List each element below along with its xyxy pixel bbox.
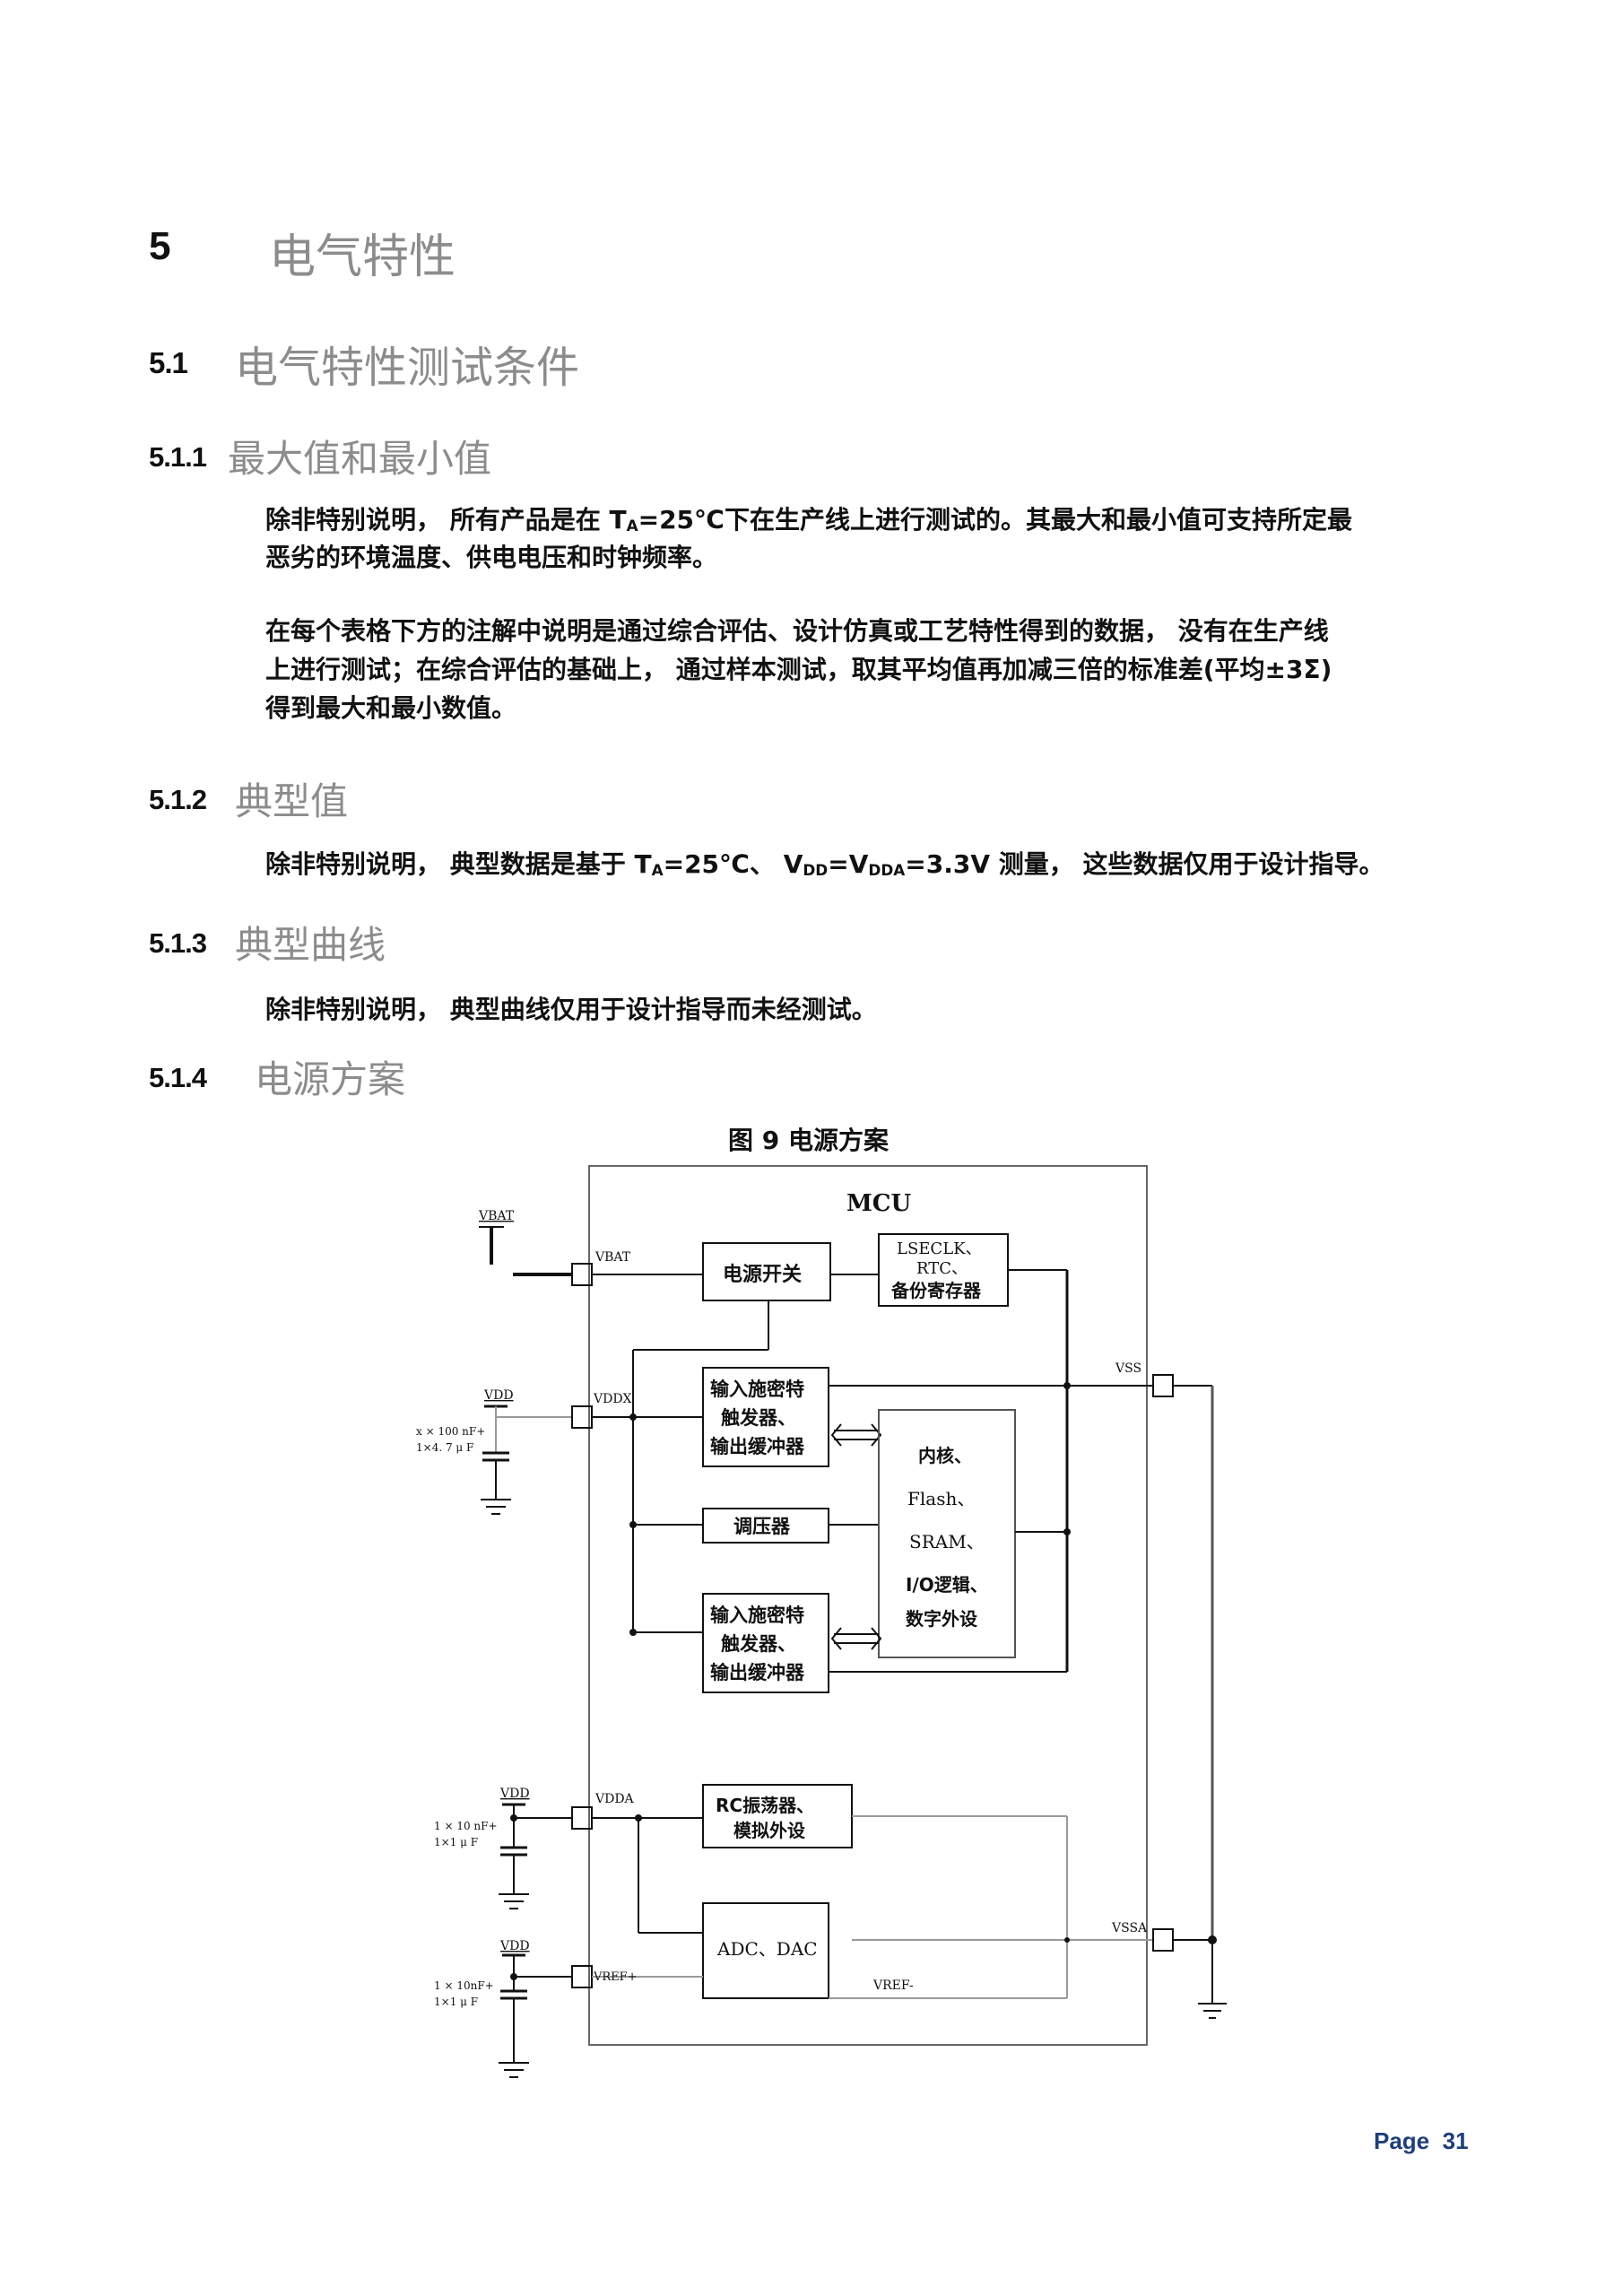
regulator-label: 调压器 [733, 1516, 791, 1537]
vdda-pin-label: VDDA [595, 1792, 635, 1806]
section-number: 5.1 [149, 346, 188, 379]
vdda-source-label: VDD [499, 1787, 530, 1801]
vss-pin-label: VSS [1115, 1361, 1141, 1376]
io-block-line: 输入施密特 [710, 1378, 804, 1400]
vdd-source-label: VDD [483, 1388, 514, 1403]
paragraph-line: 在每个表格下方的注解中说明是通过综合评估、设计仿真或工艺特性得到的数据， 没有在… [265, 616, 1329, 646]
io-block-line: 输出缓冲器 [710, 1662, 805, 1683]
core-line: I/O逻辑、 [906, 1574, 988, 1596]
vref-plus-label: VREF+ [593, 1970, 638, 1984]
cap-label: 1×1 μ F [434, 1996, 478, 2008]
io-buffer-top [702, 1367, 829, 1467]
core-line: 数字外设 [906, 1608, 977, 1630]
chapter-number: 5 [149, 224, 171, 268]
subsection-number: 5.1.2 [149, 784, 207, 815]
cap-label: 1 × 10nF+ [434, 1979, 494, 1992]
paragraph-line: 除非特别说明， 典型数据是基于 TA=25℃、 VDD=VDDA=3.3V 测量… [265, 849, 1384, 879]
cap-label: 1×1 μ F [434, 1836, 478, 1848]
power-switch-box [702, 1242, 831, 1301]
chapter-title: 电气特性 [269, 230, 456, 284]
vss-pin [1152, 1374, 1174, 1397]
cap-label: x × 100 nF+ [416, 1425, 485, 1438]
adc-dac-label: ADC、DAC [716, 1938, 818, 1960]
rc-osc-line: RC振荡器、 [716, 1795, 814, 1816]
subsection-title: 典型曲线 [235, 923, 386, 967]
subsection-number: 5.1.3 [149, 927, 207, 959]
paragraph-line: 除非特别说明， 所有产品是在 TA=25℃下在生产线上进行测试的。其最大和最小值… [265, 505, 1352, 535]
lseclk-line: 备份寄存器 [890, 1280, 982, 1301]
core-box [878, 1409, 1016, 1658]
figure-title: 图 9 电源方案 [728, 1126, 889, 1155]
subsection-title: 典型值 [235, 779, 349, 823]
lseclk-line: RTC、 [916, 1259, 968, 1278]
subsection-number: 5.1.1 [149, 441, 207, 473]
core-line: Flash、 [907, 1488, 975, 1509]
core-line: SRAM、 [909, 1531, 985, 1552]
vbat-source-label: VBAT [478, 1209, 515, 1223]
vref-minus-label: VREF- [872, 1979, 914, 1993]
io-block-line: 触发器、 [721, 1407, 796, 1429]
paragraph-line: 上进行测试；在综合评估的基础上， 通过样本测试，取其平均值再加减三倍的标准差(平… [265, 655, 1332, 684]
power-switch-label: 电源开关 [723, 1264, 802, 1286]
page-label: Page 31 [1374, 2127, 1469, 2154]
section-title: 电气特性测试条件 [235, 343, 580, 393]
io-block-line: 触发器、 [721, 1633, 796, 1655]
subsection-title: 最大值和最小值 [228, 437, 492, 481]
io-buffer-bottom [702, 1593, 829, 1693]
vssa-pin-label: VSSA [1111, 1921, 1148, 1935]
page-number: 31 [1442, 2127, 1469, 2154]
lseclk-line: LSECLK、 [897, 1239, 982, 1258]
paragraph-line: 得到最大和最小数值。 [265, 693, 517, 723]
subsection-title: 电源方案 [255, 1057, 406, 1101]
core-line: 内核、 [918, 1445, 972, 1466]
rc-osc-line: 模拟外设 [733, 1820, 805, 1841]
io-block-line: 输入施密特 [710, 1605, 804, 1626]
vref-source-label: VDD [499, 1939, 530, 1953]
paragraph-line: 除非特别说明， 典型曲线仅用于设计指导而未经测试。 [265, 995, 877, 1024]
mcu-label: MCU [846, 1190, 911, 1217]
vbat-pin-label: VBAT [595, 1250, 631, 1265]
cap-label: 1 × 10 nF+ [434, 1820, 498, 1832]
adc-dac-box [702, 1902, 829, 1999]
cap-label: 1×4. 7 μ F [416, 1441, 473, 1454]
paragraph-line: 恶劣的环境温度、供电电压和时钟频率。 [265, 543, 718, 572]
vssa-pin [1152, 1928, 1174, 1952]
subsection-number: 5.1.4 [149, 1062, 207, 1093]
vddx-pin-label: VDDX [593, 1392, 632, 1406]
io-block-line: 输出缓冲器 [710, 1436, 805, 1457]
mcu-box [588, 1165, 1148, 2046]
